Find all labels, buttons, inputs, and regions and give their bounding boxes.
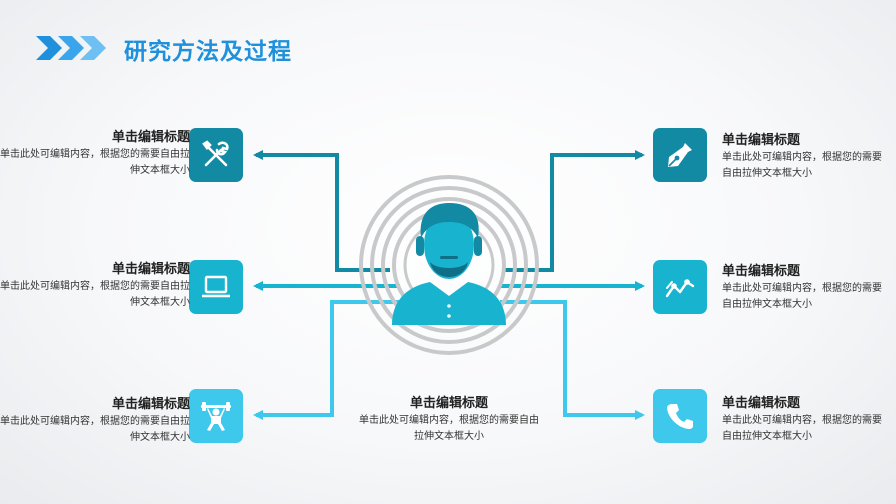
item-text-6: 单击编辑标题 单击此处可编辑内容，根据您的需要自由拉伸文本框大小 [722, 395, 882, 444]
item-text-4: 单击编辑标题 单击此处可编辑内容，根据您的需要自由拉伸文本框大小 [722, 132, 882, 181]
center-body: 单击此处可编辑内容，根据您的需要自由拉伸文本框大小 [359, 415, 539, 442]
connector-bottom-left [253, 300, 400, 420]
chevron-arrows-icon [36, 36, 106, 60]
item-body: 单击此处可编辑内容，根据您的需要自由拉伸文本框大小 [0, 281, 190, 308]
weightlifting-icon [201, 402, 231, 431]
item-text-1: 单击编辑标题 单击此处可编辑内容，根据您的需要自由拉伸文本框大小 [0, 129, 190, 178]
icon-box-4 [653, 128, 707, 182]
item-title: 单击编辑标题 [111, 262, 190, 277]
line-chart-icon [665, 279, 695, 298]
item-body: 单击此处可编辑内容，根据您的需要自由拉伸文本框大小 [722, 152, 882, 179]
icon-box-5 [653, 260, 707, 314]
item-title: 单击编辑标题 [722, 133, 801, 148]
item-body: 单击此处可编辑内容，根据您的需要自由拉伸文本框大小 [0, 149, 190, 176]
item-body: 单击此处可编辑内容，根据您的需要自由拉伸文本框大小 [722, 283, 882, 310]
tools-icon [202, 140, 229, 167]
person-headset-icon [392, 203, 506, 325]
page-title: 研究方法及过程 [124, 39, 292, 65]
item-title: 单击编辑标题 [722, 396, 801, 411]
item-body: 单击此处可编辑内容，根据您的需要自由拉伸文本框大小 [722, 415, 882, 442]
center-text: 单击编辑标题 单击此处可编辑内容，根据您的需要自由拉伸文本框大小 [358, 395, 540, 444]
icon-box-6 [653, 389, 707, 443]
item-title: 单击编辑标题 [722, 264, 801, 279]
connector-bottom-right [500, 300, 645, 420]
item-title: 单击编辑标题 [111, 397, 190, 412]
connector-top-right [505, 150, 645, 272]
icon-box-1 [189, 128, 243, 182]
phone-icon [667, 404, 693, 429]
item-body: 单击此处可编辑内容，根据您的需要自由拉伸文本框大小 [0, 416, 190, 443]
center-title: 单击编辑标题 [409, 396, 488, 411]
icon-box-2 [189, 260, 243, 314]
icon-box-3 [189, 389, 243, 443]
connector-top-left [253, 150, 390, 272]
item-text-3: 单击编辑标题 单击此处可编辑内容，根据您的需要自由拉伸文本框大小 [0, 396, 190, 445]
item-text-5: 单击编辑标题 单击此处可编辑内容，根据您的需要自由拉伸文本框大小 [722, 263, 882, 312]
pen-nib-icon [668, 143, 692, 167]
item-title: 单击编辑标题 [111, 130, 190, 145]
item-text-2: 单击编辑标题 单击此处可编辑内容，根据您的需要自由拉伸文本框大小 [0, 261, 190, 310]
laptop-icon [202, 275, 230, 298]
